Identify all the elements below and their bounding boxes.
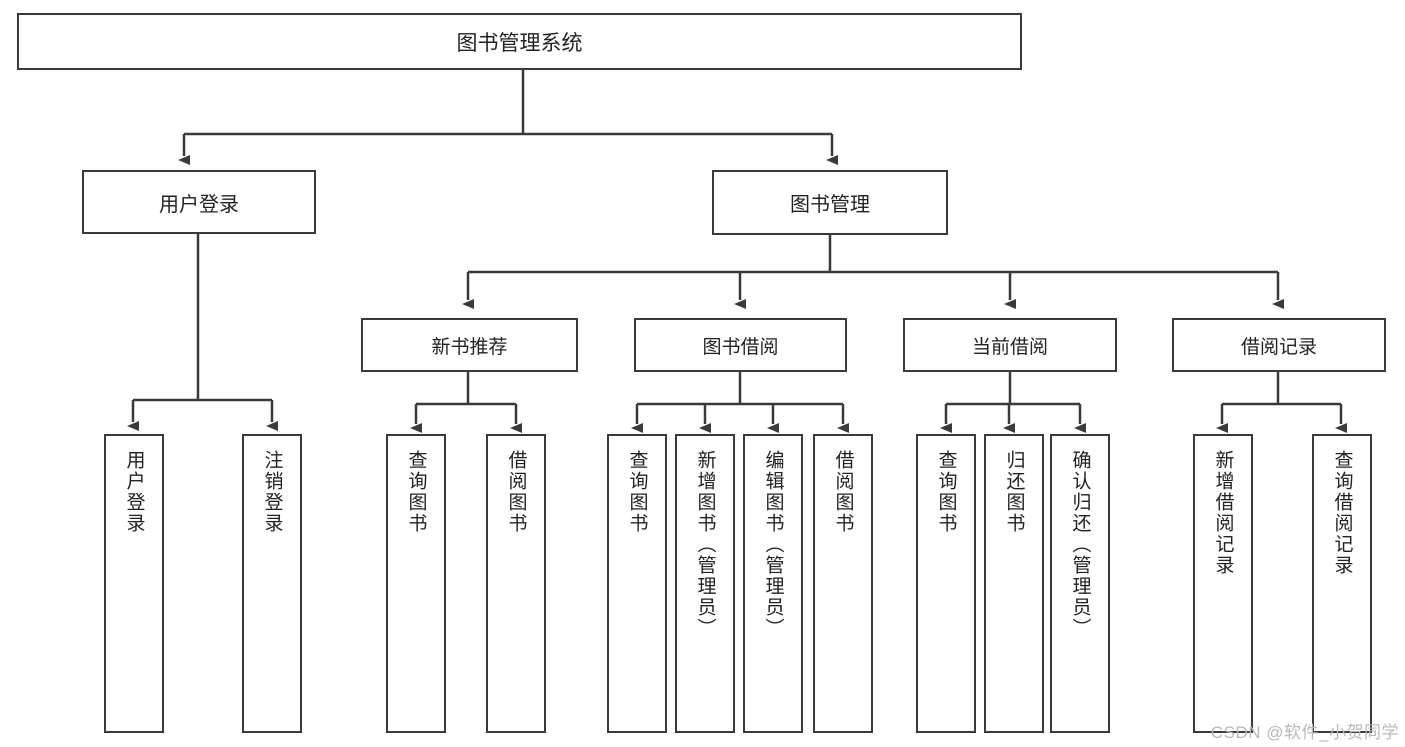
node-label: 新增借阅记录 bbox=[1212, 450, 1234, 576]
node-label: 借阅图书 bbox=[505, 450, 527, 534]
node-label: 当前借阅 bbox=[971, 336, 1048, 358]
node-label: 注销登录 bbox=[261, 450, 283, 534]
node-label: 新书推荐 bbox=[431, 336, 508, 358]
node-book-borrow[interactable]: 图书借阅 bbox=[634, 318, 847, 372]
node-label: 图书借阅 bbox=[702, 336, 779, 358]
node-book-management[interactable]: 图书管理 bbox=[712, 170, 948, 235]
leaf-return-book[interactable]: 归还图书 bbox=[984, 434, 1044, 733]
leaf-edit-book-admin[interactable]: 编辑图书（管理员） bbox=[743, 434, 803, 733]
leaf-query-book-recommend[interactable]: 查询图书 bbox=[386, 434, 446, 733]
node-label: 归还图书 bbox=[1003, 450, 1025, 534]
node-label: 查询图书 bbox=[405, 450, 427, 534]
node-new-book-recommend[interactable]: 新书推荐 bbox=[361, 318, 578, 372]
node-label: 新增图书（管理员） bbox=[694, 450, 716, 639]
node-label: 图书管理系统 bbox=[456, 31, 583, 55]
leaf-borrow-book[interactable]: 借阅图书 bbox=[813, 434, 873, 733]
node-label: 查询借阅记录 bbox=[1331, 450, 1353, 576]
leaf-add-book-admin[interactable]: 新增图书（管理员） bbox=[675, 434, 735, 733]
leaf-borrow-book-recommend[interactable]: 借阅图书 bbox=[486, 434, 546, 733]
leaf-query-book-borrow[interactable]: 查询图书 bbox=[607, 434, 667, 733]
node-root-system[interactable]: 图书管理系统 bbox=[17, 13, 1022, 70]
node-label: 用户登录 bbox=[123, 450, 145, 534]
node-label: 借阅图书 bbox=[832, 450, 854, 534]
node-label: 确认归还（管理员） bbox=[1069, 450, 1091, 639]
leaf-user-logout[interactable]: 注销登录 bbox=[242, 434, 302, 733]
leaf-query-borrow-record[interactable]: 查询借阅记录 bbox=[1312, 434, 1372, 733]
leaf-add-borrow-record[interactable]: 新增借阅记录 bbox=[1193, 434, 1253, 733]
watermark-csdn: CSDN @软件_小贺同学 bbox=[1210, 723, 1399, 742]
node-label: 图书管理 bbox=[790, 194, 870, 216]
node-label: 编辑图书（管理员） bbox=[762, 450, 784, 639]
node-user-login[interactable]: 用户登录 bbox=[82, 170, 316, 234]
leaf-query-book-current[interactable]: 查询图书 bbox=[916, 434, 976, 733]
node-current-borrow[interactable]: 当前借阅 bbox=[903, 318, 1117, 372]
leaf-user-login[interactable]: 用户登录 bbox=[104, 434, 164, 733]
node-label: 借阅记录 bbox=[1240, 336, 1317, 358]
node-borrow-records[interactable]: 借阅记录 bbox=[1172, 318, 1386, 372]
node-label: 查询图书 bbox=[935, 450, 957, 534]
leaf-confirm-return-admin[interactable]: 确认归还（管理员） bbox=[1050, 434, 1110, 733]
node-label: 查询图书 bbox=[626, 450, 648, 534]
node-label: 用户登录 bbox=[159, 193, 239, 216]
